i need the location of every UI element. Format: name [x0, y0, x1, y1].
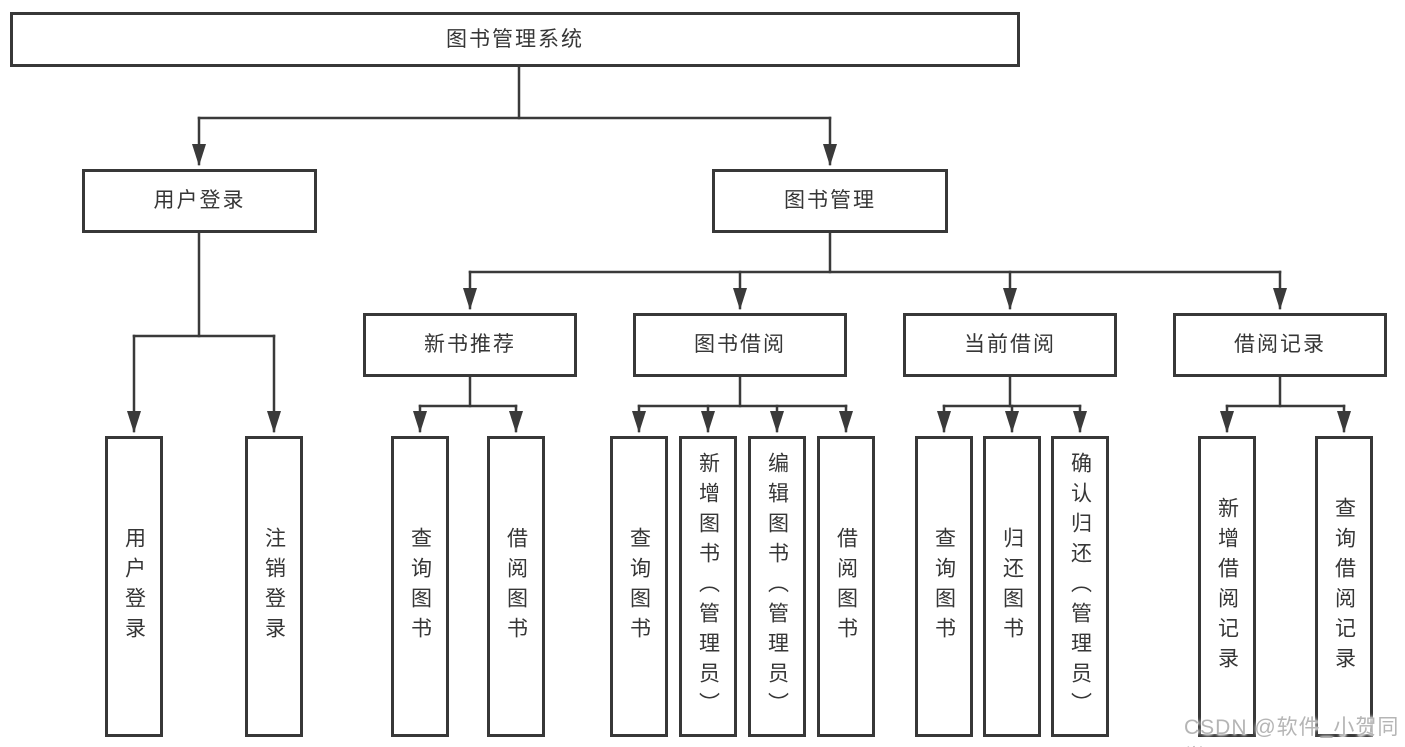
leaf-borrow-books-borrow: 借阅图书	[817, 436, 875, 737]
leaf-edit-books-admin: 编辑图书（管理员）	[748, 436, 806, 737]
leaf-query-books-borrow: 查询图书	[610, 436, 668, 737]
leaf-borrow-books-recommend: 借阅图书	[487, 436, 545, 737]
leaf-query-books-current-label: 查询图书	[932, 526, 956, 647]
leaf-borrow-books-recommend-label: 借阅图书	[504, 526, 528, 647]
leaf-user-login-label: 用户登录	[122, 526, 146, 647]
leaf-query-books-recommend-label: 查询图书	[408, 526, 432, 647]
leaf-query-books-recommend: 查询图书	[391, 436, 449, 737]
leaf-logout-login-label: 注销登录	[262, 526, 286, 647]
leaf-query-books-current: 查询图书	[915, 436, 973, 737]
leaf-borrow-books-borrow-label: 借阅图书	[834, 526, 858, 647]
leaf-logout-login: 注销登录	[245, 436, 303, 737]
leaf-confirm-return-admin: 确认归还（管理员）	[1051, 436, 1109, 737]
leaf-user-login: 用户登录	[105, 436, 163, 737]
leaf-query-books-borrow-label: 查询图书	[627, 526, 651, 647]
node-library-system: 图书管理系统	[10, 12, 1020, 67]
leaf-query-borrow-record: 查询借阅记录	[1315, 436, 1373, 737]
leaf-add-borrow-record: 新增借阅记录	[1198, 436, 1256, 737]
node-user-login: 用户登录	[82, 169, 317, 233]
csdn-watermark: CSDN @软件_小贺同学	[1184, 716, 1400, 747]
node-book-borrow: 图书借阅	[633, 313, 847, 377]
leaf-query-borrow-record-label: 查询借阅记录	[1332, 496, 1356, 677]
leaf-confirm-return-admin-label: 确认归还（管理员）	[1068, 451, 1092, 722]
leaf-add-borrow-record-label: 新增借阅记录	[1215, 496, 1239, 677]
node-borrow-records: 借阅记录	[1173, 313, 1387, 377]
leaf-return-books: 归还图书	[983, 436, 1041, 737]
leaf-add-books-admin-label: 新增图书（管理员）	[696, 451, 720, 722]
leaf-return-books-label: 归还图书	[1000, 526, 1024, 647]
leaf-add-books-admin: 新增图书（管理员）	[679, 436, 737, 737]
leaf-edit-books-admin-label: 编辑图书（管理员）	[765, 451, 789, 722]
node-current-borrow: 当前借阅	[903, 313, 1117, 377]
node-new-book-recommend: 新书推荐	[363, 313, 577, 377]
node-book-management: 图书管理	[712, 169, 948, 233]
